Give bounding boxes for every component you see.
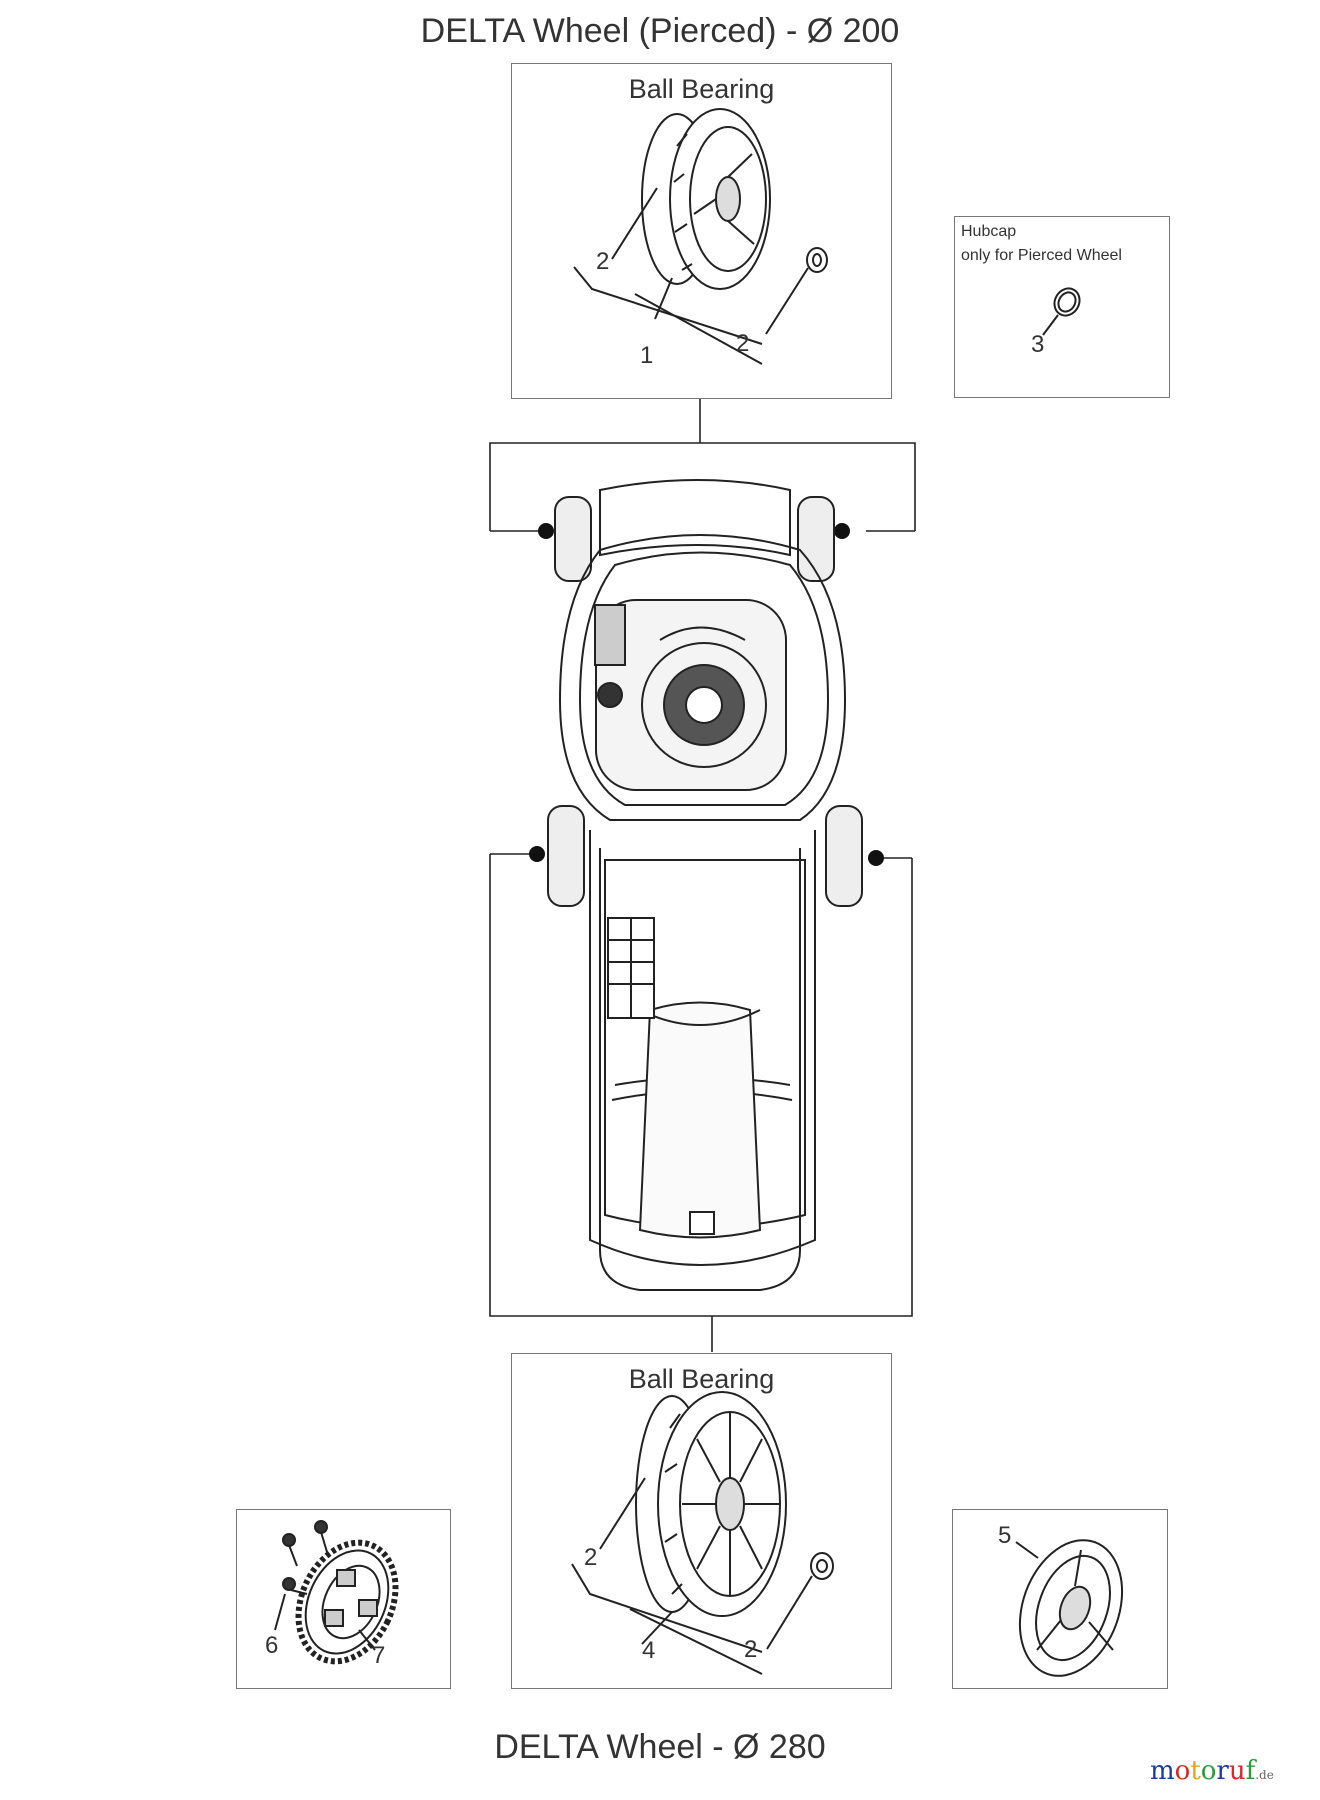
hubcap-panel: Hubcap only for Pierced Wheel 3	[954, 216, 1170, 398]
hubcap-note: only for Pierced Wheel	[961, 247, 1122, 264]
ball-bearing-label-bottom: Ball Bearing	[628, 1364, 775, 1394]
top-diagram-title: DELTA Wheel (Pierced) - Ø 200	[420, 12, 900, 50]
bottom-diagram-title: DELTA Wheel - Ø 280	[494, 1728, 826, 1766]
callout-7: 7	[372, 1642, 386, 1669]
callout-2-left-bottom: 2	[584, 1544, 598, 1571]
callout-5: 5	[998, 1522, 1012, 1549]
callout-3: 3	[1031, 331, 1045, 358]
wheel-cover-panel: 5	[952, 1509, 1168, 1689]
callout-2-right-bottom: 2	[744, 1636, 758, 1663]
front-right-dot	[834, 523, 850, 539]
callout-2-left: 2	[596, 248, 610, 275]
front-left-dot	[538, 523, 554, 539]
screw-icon	[282, 1533, 298, 1567]
ball-bearing-label-top: Ball Bearing	[628, 74, 775, 104]
callout-6: 6	[265, 1632, 279, 1659]
bottom-wheel-panel: Ball Bearing 2 4 2	[511, 1353, 892, 1689]
rear-right-dot	[868, 850, 884, 866]
logo-letter: f	[1245, 1756, 1256, 1786]
logo-text: motoruf	[1150, 1756, 1255, 1786]
rear-left-dot	[529, 846, 545, 862]
pierced-wheel-drawing	[573, 108, 828, 365]
callout-4: 4	[642, 1637, 656, 1664]
logo-letter: u	[1228, 1756, 1246, 1786]
screw-icon	[314, 1520, 328, 1553]
screw-icon	[282, 1577, 308, 1595]
bottom-connector-bracket	[489, 854, 913, 1317]
gear-panel: 6 7	[236, 1509, 451, 1689]
hubcap-label: Hubcap	[961, 223, 1017, 240]
wheel-cover-drawing	[1015, 1539, 1124, 1677]
callout-1: 1	[640, 342, 654, 369]
logo-letter: r	[1216, 1756, 1229, 1786]
hubcap-drawing	[1042, 287, 1081, 336]
logo-letter: t	[1190, 1756, 1201, 1786]
lawnmower-top-view	[547, 479, 863, 1291]
callout-2-right: 2	[736, 330, 750, 357]
gear-and-screws-drawing	[274, 1520, 399, 1665]
top-connector-bracket	[489, 442, 916, 531]
logo-letter: o	[1174, 1756, 1191, 1786]
logo-letter: m	[1150, 1756, 1175, 1786]
motoruf-logo: motoruf.de	[1150, 1756, 1274, 1786]
logo-tld: .de	[1255, 1768, 1274, 1782]
spoked-wheel-drawing	[571, 1391, 834, 1675]
top-wheel-panel: Ball Bearing 2 1 2	[511, 63, 892, 399]
logo-letter: o	[1200, 1756, 1217, 1786]
